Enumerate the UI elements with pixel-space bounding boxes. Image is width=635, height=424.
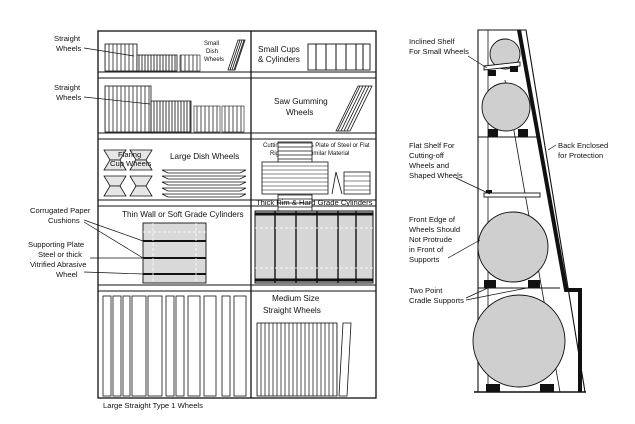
straight-wheels-shelf-1 [104,39,246,72]
large-straight-wheels [102,295,247,397]
callout-inclined-shelf-line-2: For Small Wheels [409,47,469,56]
flaring-cup-wheels [103,149,153,197]
saw-gumming-label-line-2: Wheels [286,108,313,117]
cutting-off-label-line-1: Cutting-Off Wheels Plate of Steel or Fla… [263,143,370,149]
thick-rim-label: Thick Rim & Hard Grade Cylinders [256,198,373,207]
callout-corrugated-line-2: Cushions [48,216,80,225]
flat-shelf [483,192,541,198]
thick-rim-cylinders [254,210,374,284]
thin-wall-label: Thin Wall or Soft Grade Cylinders [122,210,244,219]
shelf-boards [98,71,376,292]
callout-inclined-shelf-line-1: Inclined Shelf [409,37,455,46]
flaring-cup-label-line-2: Cup Wheels [110,159,152,168]
callout-straight-wheels-1-line-1: Straight [54,34,81,43]
callout-front-edge-line-3: Not Protrude [409,235,452,244]
callout-back-enclosed-line-1: Back Enclosed [558,141,608,150]
saw-gumming-label-line-1: Saw Gumming [274,97,328,106]
large-straight-label: Large Straight Type 1 Wheels [103,401,203,410]
straight-wheels-shelf-2 [104,85,245,133]
callout-supporting-plate-line-4: Wheel [56,270,78,279]
rack-frame [97,30,377,399]
small-dish-label-line-1: Small [204,41,219,47]
callout-supporting-plate-line-2: Steel or thick [38,250,82,259]
callout-flat-shelf-line-2: Cutting-off [409,151,445,160]
saw-gumming-wheels [335,85,373,132]
side-wheels [472,38,566,388]
rack-front-view: Small Dish Wheels Small Cups & Cylinders… [97,30,377,410]
cradle-support [488,129,498,137]
left-callouts: Straight Wheels Straight Wheels Corrugat… [28,34,151,279]
medium-size-label-line-1: Medium Size [272,294,320,303]
callout-straight-wheels-1-line-2: Wheels [56,44,82,53]
small-cups-cylinders [307,43,371,71]
thin-wall-cylinders [142,222,207,284]
small-dish-label-line-3: Wheels [204,57,224,63]
callout-front-edge-line-5: Supports [409,255,440,264]
callout-straight-wheels-2-line-2: Wheels [56,93,82,102]
callout-flat-shelf-line-1: Flat Shelf For [409,141,455,150]
callout-front-edge-line-4: in Front of [409,245,444,254]
inclined-shelf [483,61,521,71]
large-dish-label: Large Dish Wheels [170,152,239,161]
callout-flat-shelf-line-4: Shaped Wheels [409,171,463,180]
callout-supporting-plate-line-1: Supporting Plate [28,240,84,249]
large-dish-wheels [161,169,247,198]
callout-front-edge-line-2: Wheels Should [409,225,460,234]
inclined-shelf-support [488,70,496,76]
callout-straight-wheels-2-line-1: Straight [54,83,81,92]
back-enclosure [517,29,582,392]
medium-straight-wheels [256,322,352,397]
callout-supporting-plate-line-3: Vitrified Abrasive [30,260,86,269]
cutting-off-wheels [261,141,371,213]
callout-back-enclosed-line-2: for Protection [558,151,603,160]
callout-corrugated-line-1: Corrugated Paper [30,206,91,215]
callout-two-point-line-2: Cradle Supports [409,296,464,305]
flaring-cup-label-line-1: Flaring [118,150,141,159]
rack-side-view [472,29,586,393]
side-callouts: Inclined Shelf For Small Wheels Flat She… [409,37,608,305]
callout-front-edge-line-1: Front Edge of [409,215,456,224]
small-dish-label-line-2: Dish [206,49,218,55]
small-cups-label-line-1: Small Cups [258,45,300,54]
small-dish-label: Small Dish Wheels [204,41,224,63]
callout-flat-shelf-line-3: Wheels and [409,161,449,170]
callout-two-point-line-1: Two Point [409,286,443,295]
small-cups-label-line-2: & Cylinders [258,55,300,64]
medium-size-label-line-2: Straight Wheels [263,306,321,315]
